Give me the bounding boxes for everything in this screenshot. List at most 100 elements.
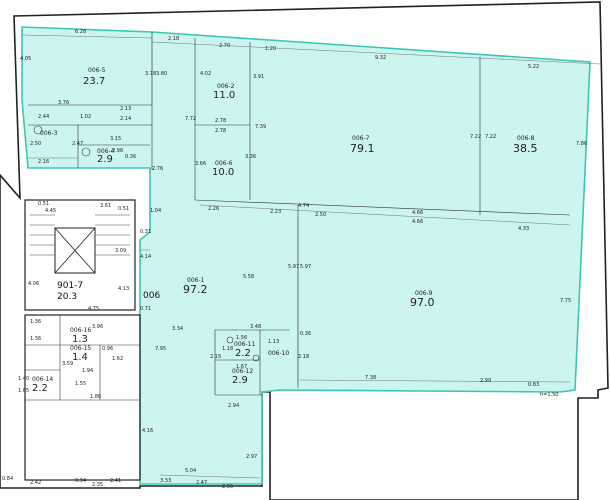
dimension-label: 5.97	[300, 264, 311, 270]
dimension-label: 1.40	[18, 376, 29, 382]
dimension-label: 2.13	[120, 106, 131, 112]
dimension-label: 7.72	[185, 116, 196, 122]
dimension-label: 1.94	[82, 368, 93, 374]
dimension-label: 2.15	[210, 354, 221, 360]
room-006-1-id: 006-1	[187, 277, 205, 284]
dimension-label: 3.15	[110, 136, 121, 142]
room-006-9-area: 97.0	[410, 296, 435, 309]
dimension-label: 0.51	[38, 201, 49, 207]
dimension-label: 4.66	[412, 210, 423, 216]
dimension-label: 2.96	[112, 148, 123, 154]
room-006-8-area: 38.5	[513, 142, 538, 155]
dimension-lines	[21, 32, 601, 479]
dimension-label: 0.36	[125, 154, 136, 160]
dimension-labels: 6.28 2.18 2.70 1.20 9.32 5.22 4.05 3.78 …	[2, 29, 587, 490]
dimension-label: 1.13	[268, 339, 279, 345]
dimension-label: 3.09	[115, 248, 126, 254]
dimension-label: 5.97	[288, 264, 299, 270]
dimension-label: 2.47	[72, 141, 83, 147]
dimension-label: 3.96	[92, 324, 103, 330]
dimension-label: 0.51	[118, 206, 129, 212]
room-901-7-area: 20.3	[57, 292, 77, 302]
room-901-7-id: 901-7	[57, 281, 83, 291]
dimension-label: 1.04	[150, 208, 161, 214]
room-006-11-id: 006-11	[234, 341, 255, 348]
room-006-2-id: 006-2	[217, 83, 235, 90]
dimension-label: 4.45	[45, 208, 56, 214]
dimension-label: 2.42	[30, 480, 41, 486]
dimension-label: 3.80	[156, 71, 167, 77]
dimension-label: 9.32	[375, 55, 386, 61]
dimension-label: 7.22	[485, 134, 496, 140]
dimension-label: 5.58	[243, 274, 254, 280]
level-mark: h=1.50	[540, 392, 559, 398]
dimension-label: 1.36	[30, 319, 41, 325]
dimension-label: 0.36	[300, 331, 311, 337]
dimension-label: 0.71	[140, 306, 151, 312]
dimension-label: 2.41	[110, 478, 121, 484]
dimension-label: 2.47	[196, 480, 207, 486]
dimension-label: 7.86	[576, 141, 587, 147]
dimension-label: 2.78	[215, 128, 226, 134]
dimension-label: 4.14	[140, 254, 151, 260]
dimension-label: 5.04	[185, 468, 196, 474]
dimension-label: 2.50	[30, 141, 41, 147]
dimension-label: 3.34	[172, 326, 183, 332]
dimension-label: 4.05	[20, 56, 31, 62]
dimension-label: 1.86	[90, 394, 101, 400]
dimension-label: 1.20	[265, 46, 276, 52]
dimension-label: 1.56	[236, 335, 247, 341]
dimension-label: 1.36	[30, 336, 41, 342]
room-006-9-id: 006-9	[415, 290, 433, 297]
dimension-label: 2.23	[270, 209, 281, 215]
dimension-label: 2.76	[152, 166, 163, 172]
dimension-label: 4.06	[28, 281, 39, 287]
dimension-label: 7.95	[155, 346, 166, 352]
dimension-label: 0.94	[75, 478, 86, 484]
room-006-5-area: 23.7	[83, 76, 105, 87]
dimension-label: 3.33	[160, 478, 171, 484]
room-006-4-id: 006-4	[97, 148, 115, 155]
dimension-label: 2.18	[298, 354, 309, 360]
stair-block	[24, 199, 136, 311]
dimension-label: 2.26	[208, 206, 219, 212]
dimension-label: 2.50	[315, 212, 326, 218]
dimension-label: 6.28	[75, 29, 86, 35]
dimension-label: 3.59	[62, 361, 73, 367]
dimension-label: 5.22	[528, 64, 539, 70]
dimension-label: 2.55	[222, 484, 233, 490]
dimension-label: 2.99	[480, 378, 491, 384]
dimension-label: 3.66	[195, 161, 206, 167]
room-006-10-id: 006-10	[268, 350, 289, 357]
dimension-label: 2.16	[38, 159, 49, 165]
dimension-label: 4.13	[118, 286, 129, 292]
room-006-16-area: 1.3	[72, 334, 88, 345]
dimension-label: 7.22	[470, 134, 481, 140]
dimension-label: 4.33	[518, 226, 529, 232]
dimension-label: 7.38	[365, 375, 376, 381]
room-006-7-area: 79.1	[350, 142, 375, 155]
room-006-1-area: 97.2	[183, 283, 208, 296]
dimension-label: 0.96	[102, 346, 113, 352]
dimension-label: 2.44	[38, 114, 49, 120]
fixtures	[33, 125, 260, 362]
room-006-15-id: 006-15	[70, 345, 91, 352]
dimension-label: 2.97	[246, 454, 257, 460]
dimension-label: 3.48	[250, 324, 261, 330]
dimension-label: 1.62	[112, 356, 123, 362]
room-006-7-id: 006-7	[352, 135, 370, 142]
dimension-label: 1.55	[75, 381, 86, 387]
dimension-label: 2.35	[92, 482, 103, 488]
dimension-label: 4.75	[88, 306, 99, 312]
dimension-label: 3.61	[100, 203, 111, 209]
dimension-label: 1.67	[236, 364, 247, 370]
dimension-label: 7.75	[560, 298, 571, 304]
dimension-label: 4.16	[142, 428, 153, 434]
room-006-16-id: 006-16	[70, 327, 91, 334]
room-006-5-id: 006-5	[88, 67, 106, 74]
dimension-label: 0.83	[528, 382, 539, 388]
room-006-6-id: 006-6	[215, 160, 233, 167]
dimension-label: 7.39	[255, 124, 266, 130]
dimension-label: 2.14	[120, 116, 131, 122]
room-006-6-area: 10.0	[212, 167, 234, 178]
